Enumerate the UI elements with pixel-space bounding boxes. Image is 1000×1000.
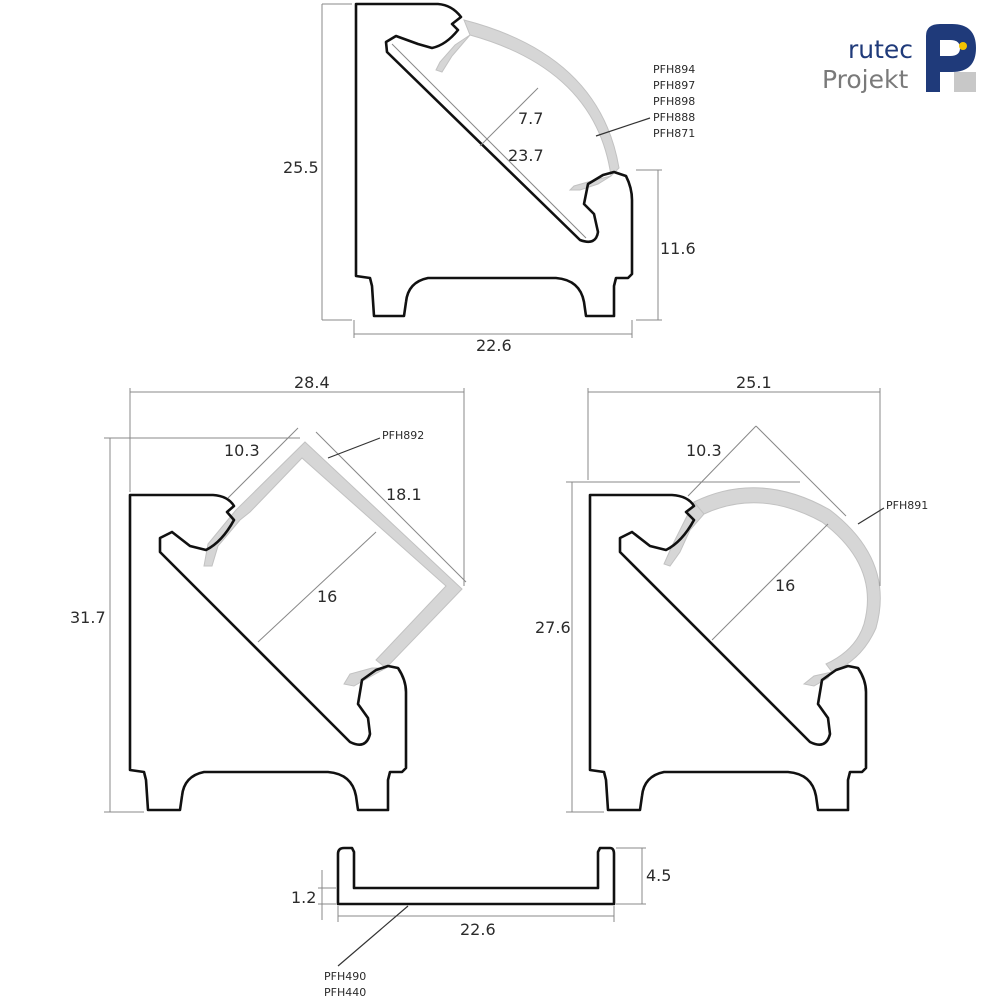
code-bottom-1: PFH490 [324, 970, 366, 983]
dim-right-width: 25.1 [736, 373, 772, 392]
code-top-2: PFH897 [653, 79, 695, 92]
code-right-1: PFH891 [886, 499, 928, 512]
dim-top-diagonal-offset: 7.7 [518, 109, 543, 128]
dim-top-height: 25.5 [283, 158, 319, 177]
logo-text-projekt: Projekt [822, 65, 908, 94]
code-top-1: PFH894 [653, 63, 695, 76]
profile-bottom: 4.5 1.2 22.6 PFH490 PFH440 [291, 846, 671, 999]
code-top-3: PFH898 [653, 95, 695, 108]
code-bottom-2: PFH440 [324, 986, 366, 999]
dim-left-height: 31.7 [70, 608, 106, 627]
dim-right-led-width: 16 [775, 576, 795, 595]
dim-right-height: 27.6 [535, 618, 571, 637]
dim-left-led-width: 16 [317, 587, 337, 606]
profile-top-outline [354, 2, 634, 318]
dim-left-cover-side: 10.3 [224, 441, 260, 460]
dim-bottom-width: 22.6 [460, 920, 496, 939]
logo-mark-icon [926, 24, 976, 92]
code-top-5: PFH871 [653, 127, 695, 140]
dim-top-base-width: 22.6 [476, 336, 512, 355]
dim-top-side-height: 11.6 [660, 239, 696, 258]
code-top-4: PFH888 [653, 111, 695, 124]
dim-top-led-width: 23.7 [508, 146, 544, 165]
profile-top: 25.5 7.7 23.7 11.6 22.6 PFH894 PFH897 PF… [283, 2, 696, 355]
profile-left: 28.4 10.3 18.1 16 31.7 PFH892 [70, 373, 467, 813]
profile-right-diffuser [663, 487, 881, 687]
dim-bottom-height: 4.5 [646, 866, 671, 885]
code-left-1: PFH892 [382, 429, 424, 442]
dim-left-width: 28.4 [294, 373, 330, 392]
logo: rutec Projekt [822, 24, 976, 94]
dim-bottom-thickness: 1.2 [291, 888, 316, 907]
dim-right-cover-side: 10.3 [686, 441, 722, 460]
dim-left-cover-length: 18.1 [386, 485, 422, 504]
logo-text-rutec: rutec [848, 35, 913, 64]
profile-left-diffuser [203, 441, 463, 687]
profile-bottom-outline [336, 846, 616, 906]
profile-left-outline [128, 493, 408, 812]
profile-right-outline [588, 493, 868, 812]
profile-right: 25.1 10.3 16 27.6 PFH891 [535, 373, 928, 813]
